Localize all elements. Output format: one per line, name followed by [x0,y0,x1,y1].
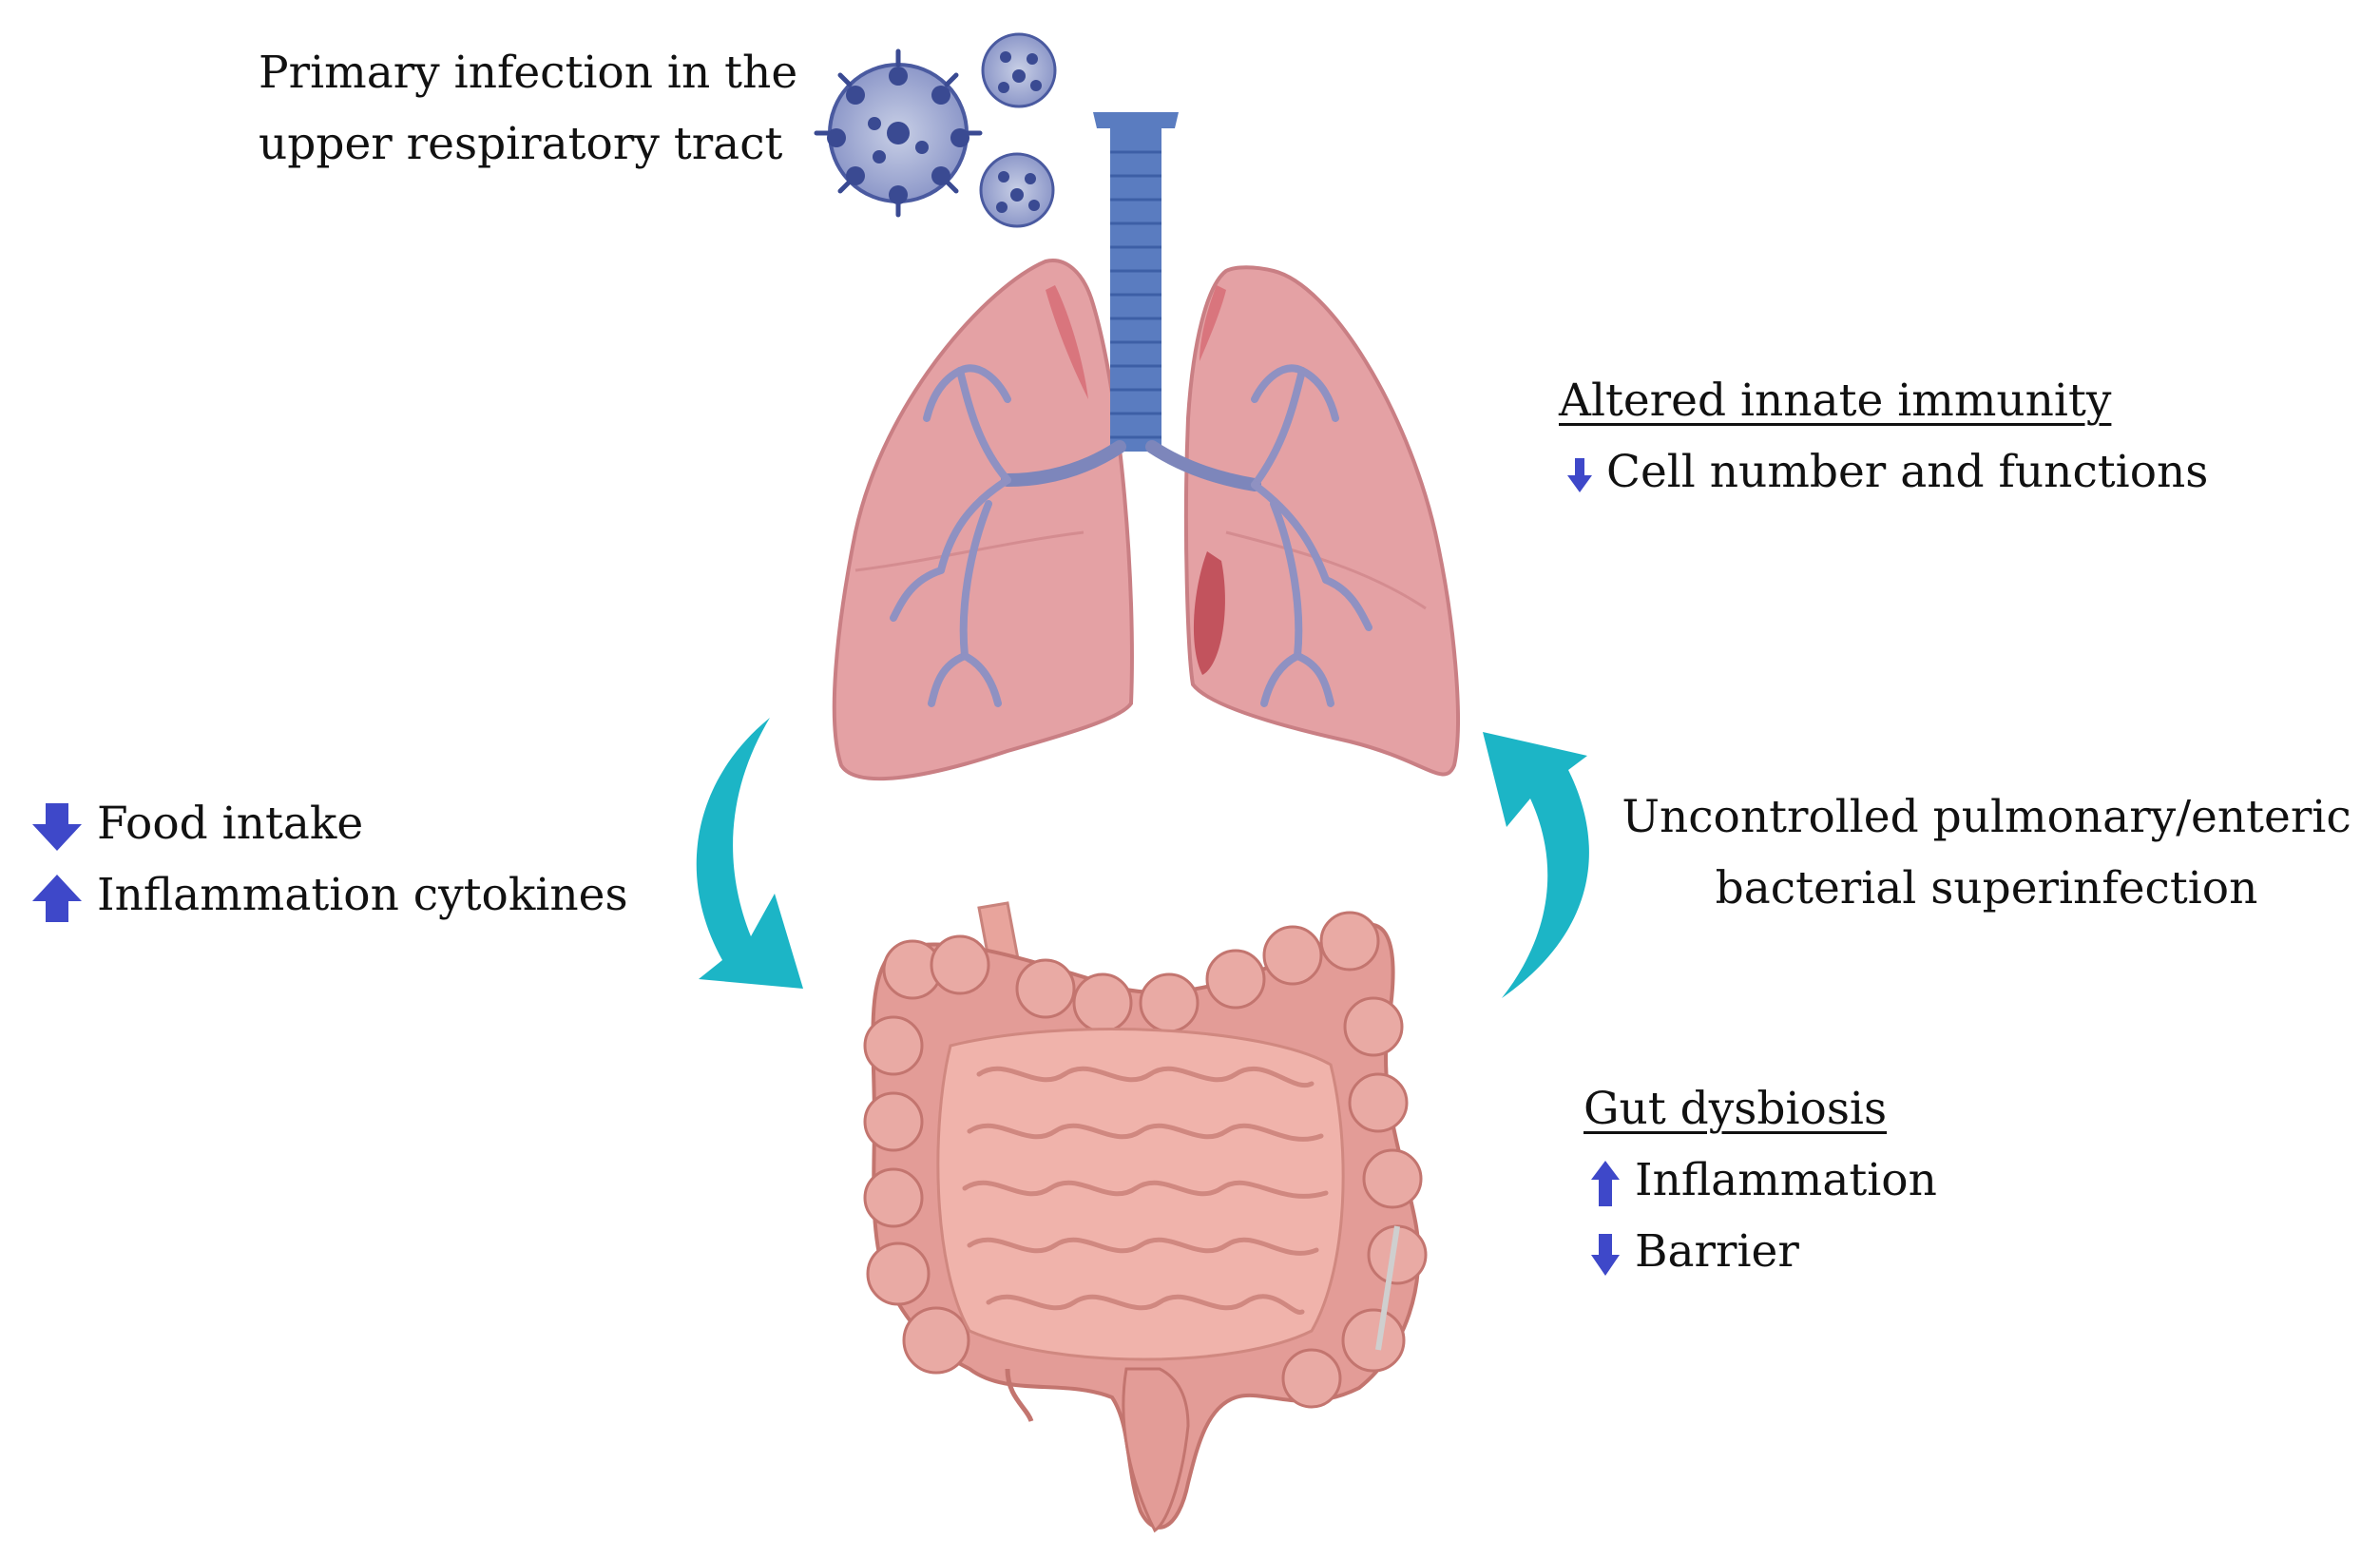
left-effect-label-cytokines: Inflammation cytokines [97,869,628,921]
infection-label-line2: upper respiratory tract [259,118,783,170]
virus-large-icon [814,48,983,218]
gut-dysbiosis-item: Inflammation [1589,1145,1937,1216]
gut-dysbiosis-header: Gut dysbiosis [1583,1083,1888,1135]
left-effect-item: Inflammation cytokines [30,860,628,931]
innate-immunity-item: Cell number and functions [1566,437,2208,508]
virus-small-icon [979,152,1055,228]
trachea-icon [890,112,1372,707]
arrow-up-icon [32,875,82,922]
left-effect-item: Food intake [30,789,363,859]
arrow-down-icon [1591,1234,1620,1276]
virus-small-icon [981,32,1057,108]
gut-dysbiosis-item: Barrier [1589,1217,1799,1287]
infection-label-line1: Primary infection in the [259,47,798,99]
superinfection-line1: Uncontrolled pulmonary/enteric [1622,791,2351,843]
superinfection-line2: bacterial superinfection [1715,862,2258,914]
arrow-down-icon [32,803,82,851]
arrow-up-icon [1591,1161,1620,1206]
left-effect-label-food: Food intake [97,798,364,850]
innate-immunity-header: Altered innate immunity [1559,375,2112,427]
innate-immunity-item-label: Cell number and functions [1606,446,2209,498]
gut-dysbiosis-item-label-barrier: Barrier [1635,1225,1799,1278]
intestine-icon [863,901,1428,1533]
gut-dysbiosis-item-label-inflammation: Inflammation [1635,1154,1937,1206]
cycle-arrow-up-right [1483,732,1589,998]
cycle-arrow-down-left [696,718,803,989]
arrow-down-icon [1567,458,1592,492]
